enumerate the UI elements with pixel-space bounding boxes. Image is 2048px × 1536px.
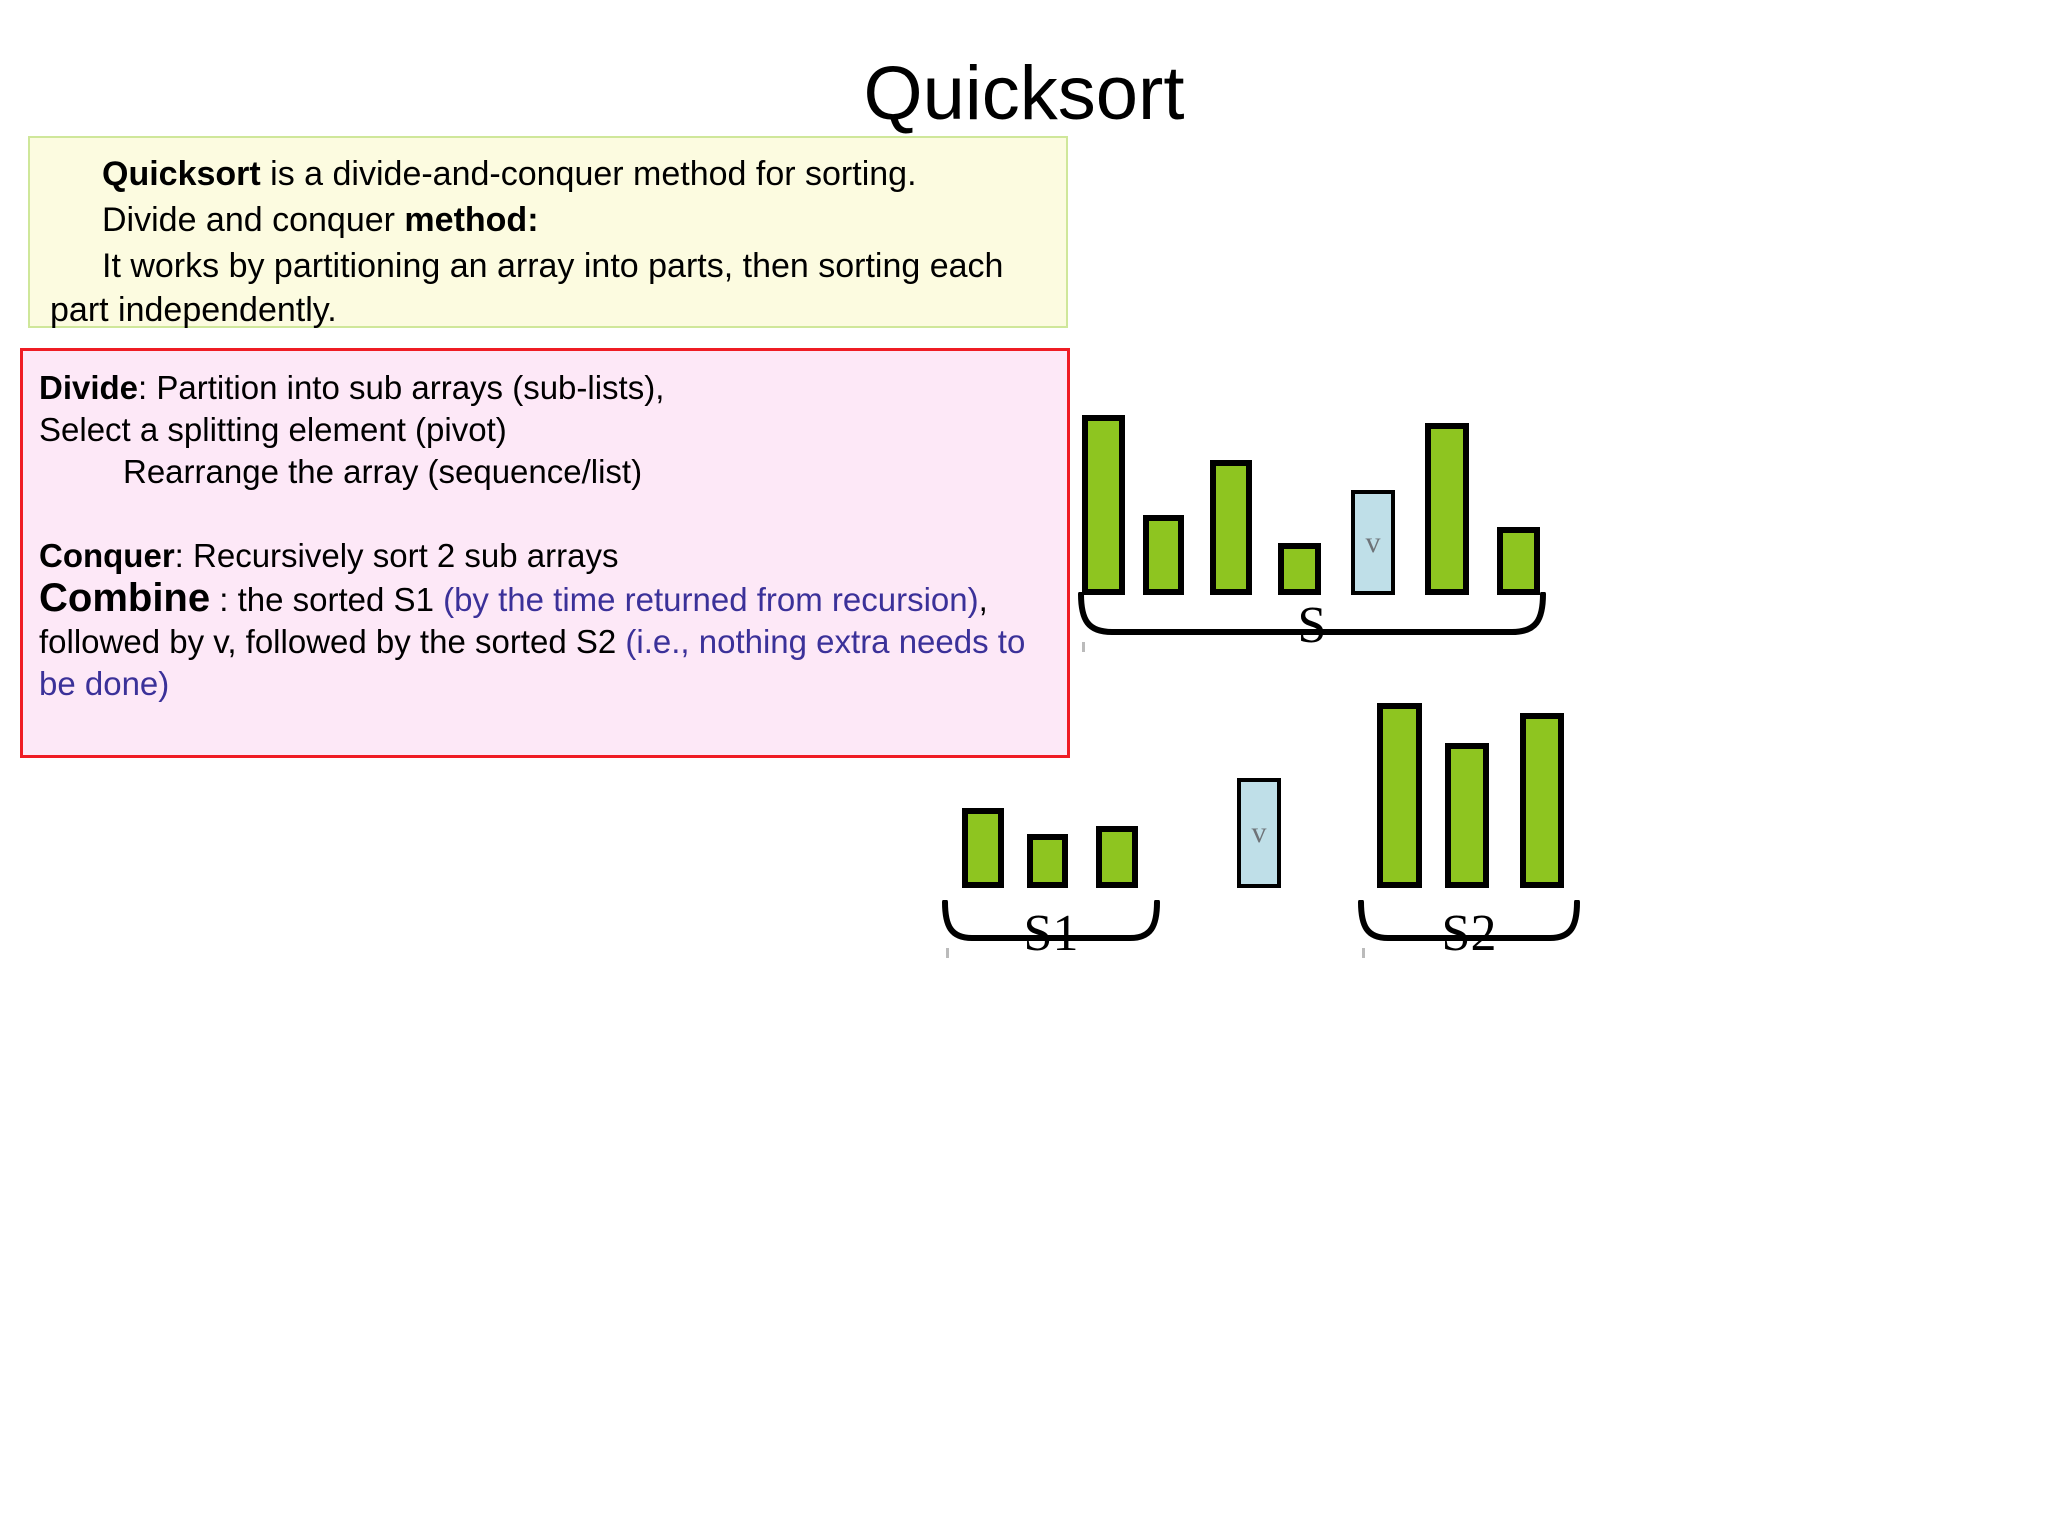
combine-blue-1: (by the time returned from recursion) — [443, 581, 979, 618]
bar-s-5 — [1425, 423, 1469, 595]
bar-s1-0 — [962, 808, 1004, 888]
conquer-line: Conquer: Recursively sort 2 sub arrays — [39, 535, 1053, 577]
bar-s-3 — [1278, 543, 1321, 595]
rearrange-line: Rearrange the array (sequence/list) — [123, 453, 643, 490]
tick-dot-top — [1082, 642, 1085, 652]
divide-label: Divide — [39, 369, 139, 406]
combine-part-2: , followed by v, followed by the sorted … — [39, 581, 988, 660]
conquer-label: Conquer — [39, 537, 175, 574]
tick-dot-s2 — [1362, 948, 1365, 958]
divide-line: Divide: Partition into sub arrays (sub-l… — [39, 367, 1053, 409]
bar-s-6 — [1497, 527, 1540, 595]
page-title: Quicksort — [863, 51, 1185, 136]
pivot-label-top: v — [1365, 525, 1381, 559]
combine-part-1: : the sorted S1 — [210, 581, 444, 618]
bar-s1-2 — [1096, 826, 1138, 888]
bar-s-1 — [1143, 515, 1184, 595]
definition-line-1: Quicksort is a divide-and-conquer method… — [30, 152, 1066, 196]
bar-s-pivot: v — [1351, 490, 1395, 595]
bar-bottom-pivot: v — [1237, 778, 1281, 888]
brace-label-s2: S2 — [1441, 905, 1497, 962]
bar-s-2 — [1210, 460, 1252, 595]
definition-line-2: Divide and conquer method: — [30, 198, 1066, 242]
select-pivot-line: Select a splitting element (pivot) — [39, 411, 507, 448]
tick-dot-s1 — [946, 948, 949, 958]
definition-box: Quicksort is a divide-and-conquer method… — [28, 136, 1068, 329]
definition-line-3: It works by partitioning an array into p… — [50, 247, 1004, 329]
conquer-rest: : Recursively sort 2 sub arrays — [174, 537, 619, 574]
brace-s: S — [1078, 592, 1546, 654]
bar-s2-0 — [1377, 703, 1422, 888]
brace-label-s: S — [1297, 597, 1327, 654]
combine-label: Combine — [39, 576, 211, 620]
brace-s2: S2 — [1358, 900, 1580, 962]
brace-label-s1: S1 — [1023, 905, 1079, 962]
definition-line-1-rest: is a divide-and-conquer method for sorti… — [260, 155, 917, 193]
pivot-label-bottom: v — [1251, 816, 1267, 849]
brace-s1: S1 — [942, 900, 1160, 962]
partition-diagram: v S S1 v — [900, 360, 2048, 980]
definition-line-2-plain: Divide and conquer — [102, 201, 405, 239]
bar-s2-2 — [1520, 713, 1564, 888]
divide-rest: : Partition into sub arrays (sub-lists), — [138, 369, 665, 406]
combine-line: Combine : the sorted S1 (by the time ret… — [39, 577, 1053, 705]
bar-s2-1 — [1445, 743, 1489, 888]
steps-box: Divide: Partition into sub arrays (sub-l… — [20, 348, 1070, 758]
definition-line-1-bold: Quicksort — [102, 155, 261, 193]
definition-line-2-bold: method: — [404, 201, 539, 239]
bar-s-0 — [1082, 415, 1125, 595]
bar-s1-1 — [1027, 834, 1068, 888]
combine-blue-2: (i.e., nothing extra needs to be done) — [39, 623, 1026, 702]
